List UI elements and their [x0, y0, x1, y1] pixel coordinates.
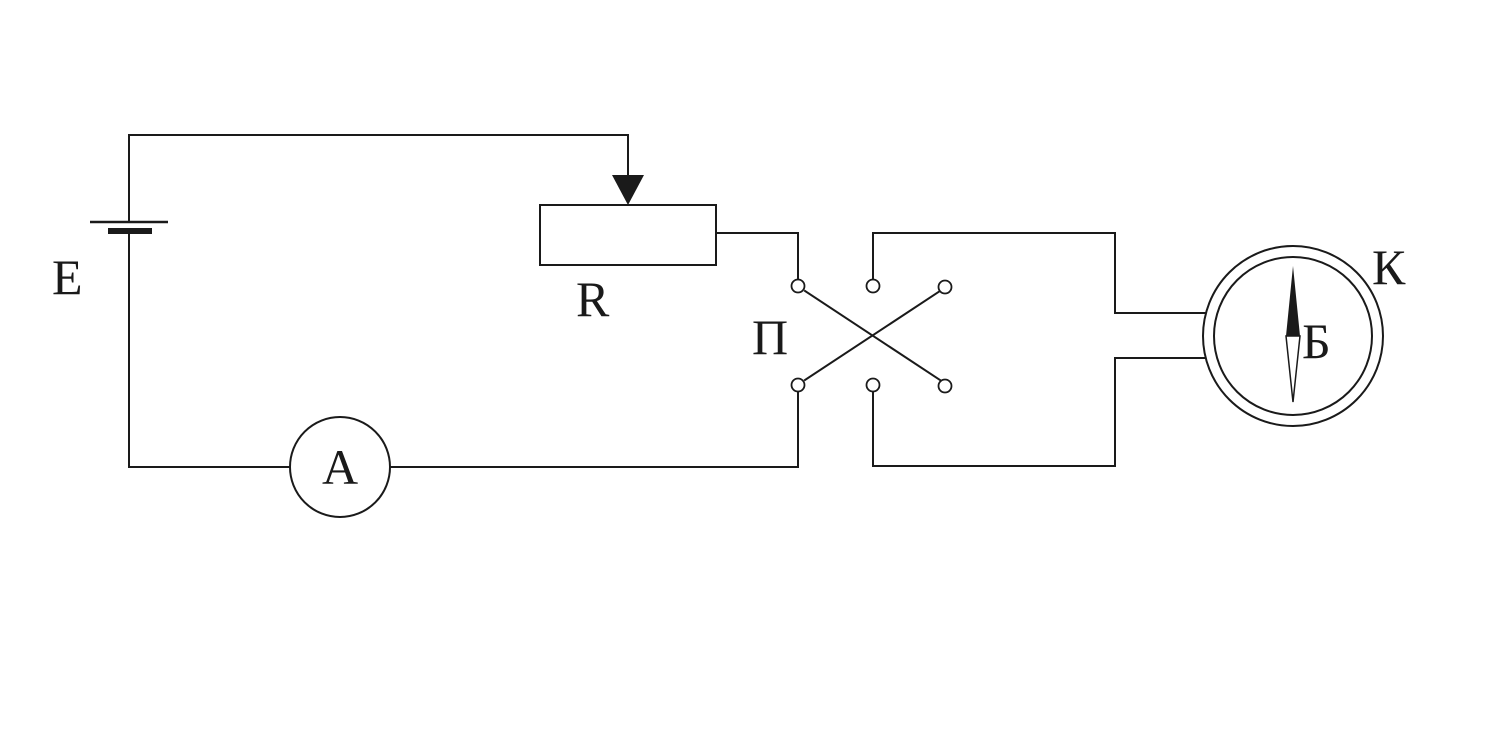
coil-label: К: [1372, 239, 1406, 295]
rheostat-slider-arrow: [612, 175, 644, 205]
wire-switch-bottom-to-coil: [872, 357, 1211, 467]
wire-battery-to-ammeter: [128, 230, 291, 468]
switch-terminal-bottom-middle: [865, 377, 881, 393]
wire-rheostat-to-switch: [715, 232, 799, 280]
wire-battery-to-slider: [128, 134, 629, 223]
switch-terminal-bottom-right: [937, 378, 953, 394]
wire-switch-top-to-coil: [872, 232, 1211, 314]
switch-terminal-top-left: [790, 278, 806, 294]
rheostat-label: R: [576, 271, 610, 327]
ammeter-label: А: [322, 439, 358, 495]
compass-label: Б: [1302, 313, 1331, 369]
switch-terminal-bottom-left: [790, 377, 806, 393]
wire-ammeter-to-switch: [389, 390, 799, 468]
switch-terminal-top-right: [937, 279, 953, 295]
ammeter: [289, 416, 391, 518]
compass-needle-south: [1285, 335, 1301, 403]
rheostat: [539, 204, 717, 266]
battery-label: E: [52, 249, 83, 305]
switch-label: П: [752, 309, 788, 365]
switch-terminal-top-middle: [865, 278, 881, 294]
switch-blade-2: [803, 289, 942, 382]
compass-needle-north: [1286, 266, 1300, 336]
